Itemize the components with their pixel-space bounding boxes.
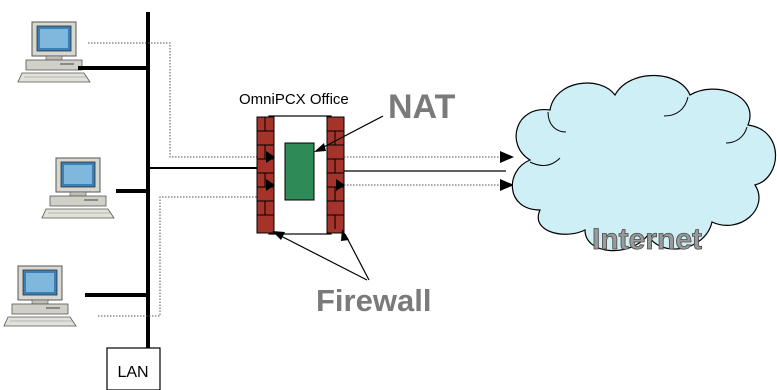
cloud-icon [511,74,777,252]
nat-pointer-head [314,143,326,152]
wall-arrow-3 [336,179,345,191]
omnipcx-label: OmniPCX Office [239,91,349,108]
traffic-path-1 [88,42,258,158]
nat-label: NAT [388,88,456,126]
desktop-computer-icon [17,21,91,83]
firewall-label: Firewall [316,283,431,318]
internet-arrow-1 [500,151,514,163]
desktop-computer-icon [3,265,77,327]
traffic-path-3 [98,196,258,317]
brick-wall-icon [326,116,345,234]
firewall-pointer-right-head [341,229,349,241]
lan-label: LAN [117,364,148,381]
lan-box [106,347,161,390]
nat-pointer [317,115,384,151]
desktop-computer-icon [41,157,115,219]
nat-box [284,142,315,201]
internet-arrow-2 [500,179,514,191]
firewall-pointer-left [276,233,368,281]
firewall-pointer-right [344,233,370,281]
firewall-pointer-left-head [272,231,285,240]
brick-wall-icon [256,116,275,234]
wall-arrow-2 [266,179,275,191]
internet-label: Internet [592,223,702,256]
wall-arrow-1 [266,151,275,163]
